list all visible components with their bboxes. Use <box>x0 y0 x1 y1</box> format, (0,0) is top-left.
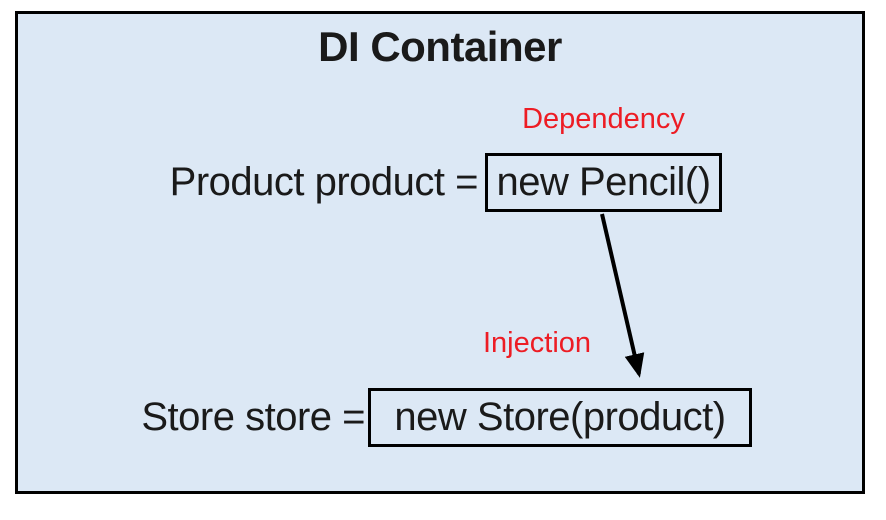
injection-label: Injection <box>483 327 592 359</box>
pencil-box-text: new Pencil() <box>496 160 711 204</box>
store-assignment-text: Store store = <box>141 395 365 439</box>
di-container-panel-inner: DI Container Dependency Product product … <box>18 14 862 491</box>
pencil-box: new Pencil() <box>485 153 722 212</box>
product-assignment-text: Product product = <box>169 160 479 204</box>
store-box: new Store(product) <box>368 388 752 447</box>
store-box-text: new Store(product) <box>394 395 726 439</box>
di-container-panel: DI Container Dependency Product product … <box>15 11 865 494</box>
diagram-title: DI Container <box>318 23 562 70</box>
dependency-label: Dependency <box>522 103 685 135</box>
